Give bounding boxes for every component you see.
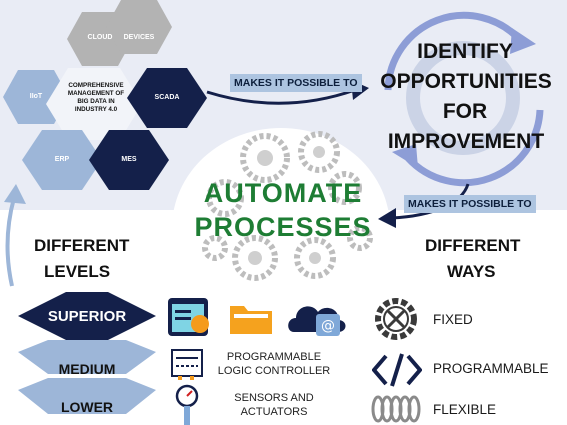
hexagon-cluster	[3, 0, 207, 190]
automate-line2: PROCESSES	[194, 212, 372, 242]
level-medium-shape	[18, 340, 156, 374]
hex-center-label: COMPREHENSIVE MANAGEMENT OF BIG DATA IN …	[67, 82, 125, 113]
center-dome	[172, 128, 390, 328]
hex-devices	[106, 0, 172, 54]
pressure-gauge-icon	[175, 384, 199, 425]
identify-line4: IMPROVEMENT	[387, 130, 545, 153]
hex-center	[46, 68, 142, 140]
cycle-arrows-icon	[384, 11, 544, 187]
folder-icon	[230, 306, 272, 334]
hex-scada	[127, 68, 207, 128]
level-pyramid	[18, 292, 156, 414]
svg-text:@: @	[321, 318, 335, 334]
dashboard-icon	[168, 298, 209, 336]
hex-cloud-label: CLOUD	[87, 34, 113, 41]
identify-line2: OPPORTUNITIES	[380, 70, 552, 93]
coil-spring-icon	[371, 395, 421, 423]
tag-makes-possible-right: MAKES IT POSSIBLE TO	[404, 195, 536, 213]
level-superior-label: SUPERIOR	[47, 308, 127, 325]
automate-line1: AUTOMATE	[203, 178, 363, 208]
hex-iiot-label: IIoT	[29, 93, 43, 100]
identify-line3: FOR	[442, 100, 488, 123]
level-lower-label: LOWER	[60, 399, 114, 415]
ways-heading-line2: WAYS	[447, 262, 496, 281]
sensors-description-line2: ACTUATORS	[240, 406, 308, 418]
plc-description-line2: LOGIC CONTROLLER	[217, 365, 331, 377]
tools-gear-icon	[375, 298, 417, 340]
level-lower-shape	[18, 378, 156, 414]
level-superior-shape	[18, 292, 156, 340]
way-fixed-label: FIXED	[433, 312, 473, 327]
levels-heading-line2: LEVELS	[44, 262, 111, 281]
return-arrow-icon	[4, 184, 26, 287]
hex-scada-label: SCADA	[154, 94, 180, 101]
hex-erp-label: ERP	[54, 156, 70, 163]
identify-line1: IDENTIFY	[417, 40, 513, 63]
cloud-email-icon: @	[288, 306, 346, 336]
plc-description-line1: PROGRAMMABLE	[226, 351, 322, 363]
gears-cluster-icon	[202, 131, 373, 281]
level-medium-label: MEDIUM	[58, 361, 116, 377]
ways-heading-line1: DIFFERENT	[425, 236, 521, 255]
hex-mes-label: MES	[121, 156, 137, 163]
plc-controller-icon	[171, 349, 203, 380]
hex-mes	[89, 130, 169, 190]
hex-erp	[22, 130, 102, 190]
sensors-description-line1: SENSORS AND	[234, 392, 314, 404]
hex-devices-label: DEVICES	[123, 34, 155, 41]
code-brackets-icon	[372, 353, 422, 387]
levels-heading-line1: DIFFERENT	[34, 236, 130, 255]
way-programmable-label: PROGRAMMABLE	[433, 361, 549, 376]
way-flexible-label: FLEXIBLE	[433, 402, 497, 417]
tag-makes-possible-top: MAKES IT POSSIBLE TO	[230, 74, 362, 92]
